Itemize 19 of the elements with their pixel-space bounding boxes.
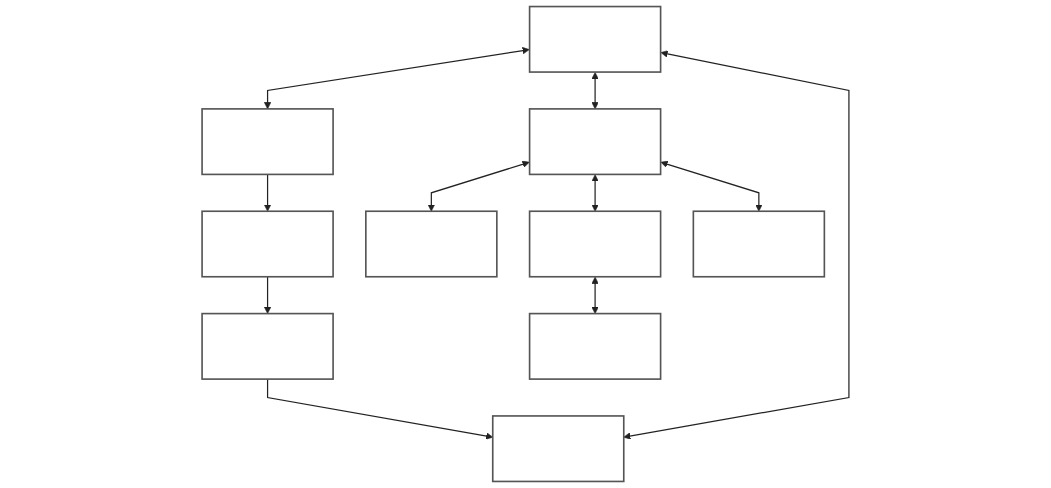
arrow — [591, 276, 599, 314]
arrow — [591, 72, 599, 110]
arrow — [623, 50, 850, 440]
node-box — [201, 210, 334, 278]
arrow — [264, 276, 272, 314]
node-box — [201, 108, 334, 176]
arrow — [660, 160, 763, 212]
arrow — [264, 173, 272, 212]
arrow — [427, 160, 530, 212]
node-box — [528, 5, 662, 73]
node-box — [692, 210, 826, 278]
node-box — [201, 312, 334, 380]
node-box — [528, 210, 662, 278]
node-box — [491, 415, 625, 483]
node-box — [528, 312, 662, 380]
arrow — [591, 174, 599, 212]
node-box — [365, 210, 498, 278]
node-box — [528, 108, 662, 176]
arrow — [264, 47, 530, 110]
